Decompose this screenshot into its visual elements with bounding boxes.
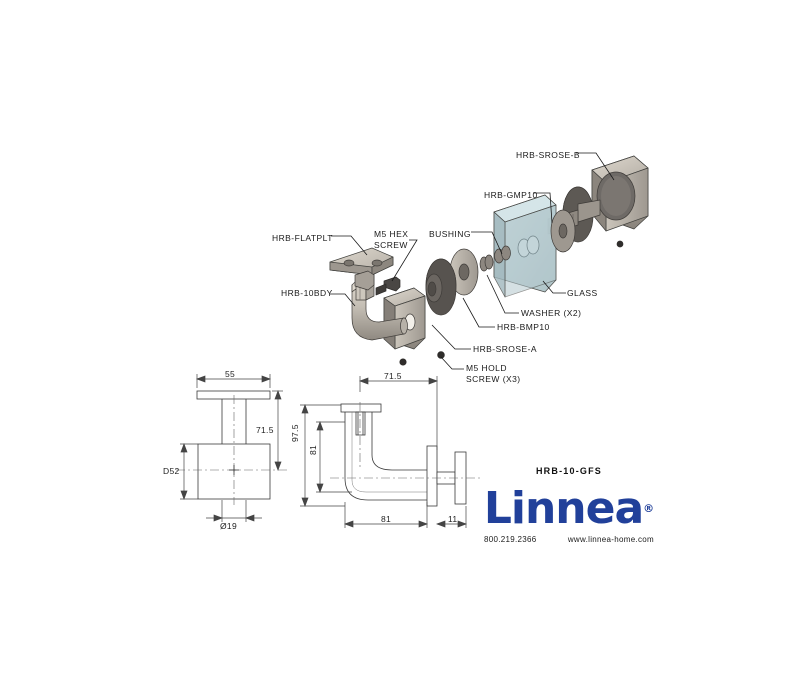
callout-hrb-flatplt: HRB-FLATPLT: [272, 233, 333, 243]
dim-thick-11: 11: [448, 514, 458, 524]
part-glass: [493, 194, 557, 298]
part-hrb-flatplt: [329, 247, 394, 291]
dim-dia-52: D52: [163, 466, 180, 476]
dim-depth-71-5: 71.5: [384, 371, 402, 381]
callout-m5-hold-screw: M5 HOLD SCREW (X3): [466, 363, 521, 384]
callout-hrb-srose-a: HRB-SROSE-A: [473, 344, 537, 354]
registered-trademark-icon: ®: [643, 502, 655, 515]
part-washer-x2: [449, 248, 494, 296]
callout-hrb-bmp10: HRB-BMP10: [497, 322, 550, 332]
side-elevation-view: [330, 402, 480, 507]
side-view-dimension-lines: [300, 376, 467, 528]
front-elevation-view: [176, 390, 288, 505]
callout-glass: GLASS: [567, 288, 598, 298]
part-washer-right: [550, 209, 576, 253]
callout-leaders: [330, 152, 615, 370]
branding-block: HRB-10-GFS Linnea® 800.219.2366 www.linn…: [484, 466, 654, 544]
part-hrb-bmp10: [425, 258, 457, 316]
dim-height-81: 81: [308, 444, 318, 455]
linnea-logo-text: Linnea: [483, 483, 644, 534]
dim-dia-19: Ø19: [220, 521, 237, 531]
callout-hrb-10bdy: HRB-10BDY: [281, 288, 333, 298]
product-code: HRB-10-GFS: [535, 466, 602, 476]
callout-m5-hex-screw: M5 HEX SCREW: [374, 229, 409, 250]
part-hrb-srose-b: [591, 155, 649, 232]
dim-length-81: 81: [381, 514, 392, 524]
website-url: www.linnea-home.com: [567, 535, 654, 544]
callout-hrb-srose-b: HRB-SROSE-B: [516, 150, 580, 160]
part-loose-screws: [399, 240, 624, 366]
dim-height-97-5: 97.5: [290, 424, 300, 442]
callout-bushing: BUSHING: [429, 229, 471, 239]
part-m5-hex-screw: [375, 276, 401, 296]
front-view-dimension-lines: [180, 374, 283, 522]
phone-number: 800.219.2366: [484, 535, 537, 544]
dim-width-55: 55: [225, 369, 236, 379]
callout-washer-x2: WASHER (X2): [521, 308, 582, 318]
dim-height-71-5: 71.5: [256, 425, 274, 435]
callout-hrb-gmp10: HRB-GMP10: [484, 190, 538, 200]
